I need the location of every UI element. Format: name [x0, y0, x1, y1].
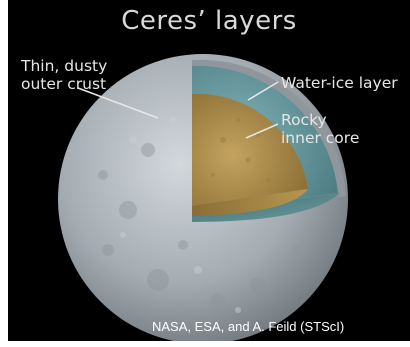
crust-label-line1: Thin, dusty	[21, 57, 107, 75]
crust-label: Thin, dusty outer crust	[21, 57, 107, 93]
figure-title: Ceres’ layers	[8, 6, 410, 36]
core-label-line1: Rocky	[281, 111, 359, 129]
ceres-cutaway-illustration	[8, 0, 410, 341]
image-credit: NASA, ESA, and A. Feild (STScI)	[152, 319, 344, 334]
diagram-panel: Ceres’ layers Thin, dusty outer crust Wa…	[8, 0, 410, 341]
water-ice-label: Water-ice layer	[281, 74, 398, 92]
crust-label-line2: outer crust	[21, 75, 107, 93]
core-label-line2: inner core	[281, 129, 359, 147]
core-label: Rocky inner core	[281, 111, 359, 147]
